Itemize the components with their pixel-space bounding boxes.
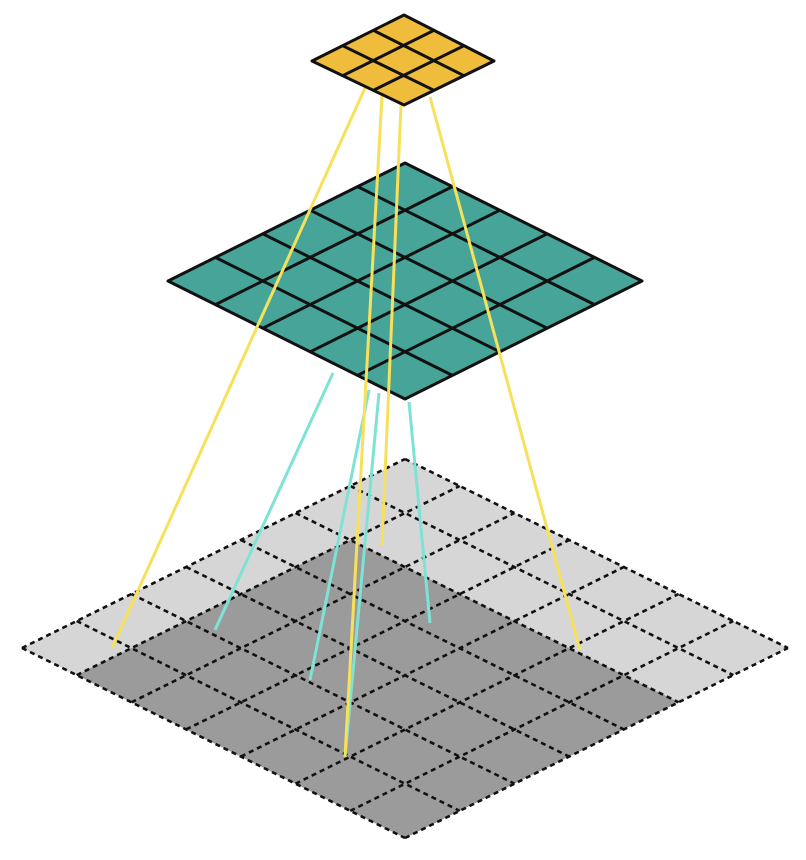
- output-grid-line: [341, 28, 435, 78]
- input-grid-line: [21, 457, 406, 650]
- hidden-grid-line: [309, 232, 548, 354]
- output-to-input-line: [428, 96, 582, 651]
- input-receptive-field: [76, 540, 679, 838]
- output-grid-line: [342, 44, 435, 92]
- hidden-layer: [166, 161, 644, 401]
- input-grid-line: [349, 484, 734, 677]
- output-grid-line: [372, 44, 465, 92]
- output-to-input-line: [343, 95, 384, 758]
- hidden-grid-line: [262, 232, 501, 354]
- input-grid-line: [76, 484, 461, 677]
- hidden-grid-line: [214, 256, 454, 377]
- hidden-to-input-line: [407, 401, 432, 624]
- hidden-layer-surface: [166, 161, 644, 401]
- output-to-input-connections: [110, 87, 582, 758]
- hidden-to-input-line: [308, 389, 371, 681]
- input-layer: [22, 459, 788, 838]
- hidden-grid-line: [214, 185, 454, 306]
- output-to-input-line: [380, 104, 403, 546]
- output-layer: [310, 13, 496, 107]
- hidden-to-input-line: [213, 372, 335, 631]
- output-to-input-line: [110, 87, 367, 649]
- input-grid-line: [404, 457, 789, 650]
- output-grid-line: [372, 28, 465, 78]
- output-layer-surface: [310, 13, 496, 107]
- hidden-grid-line: [262, 208, 501, 330]
- input-grid-lines: [21, 457, 789, 840]
- hidden-to-input-connections: [213, 372, 432, 758]
- hidden-grid-line: [356, 256, 596, 377]
- hidden-grid-line: [309, 208, 548, 330]
- hidden-to-input-line: [343, 392, 381, 758]
